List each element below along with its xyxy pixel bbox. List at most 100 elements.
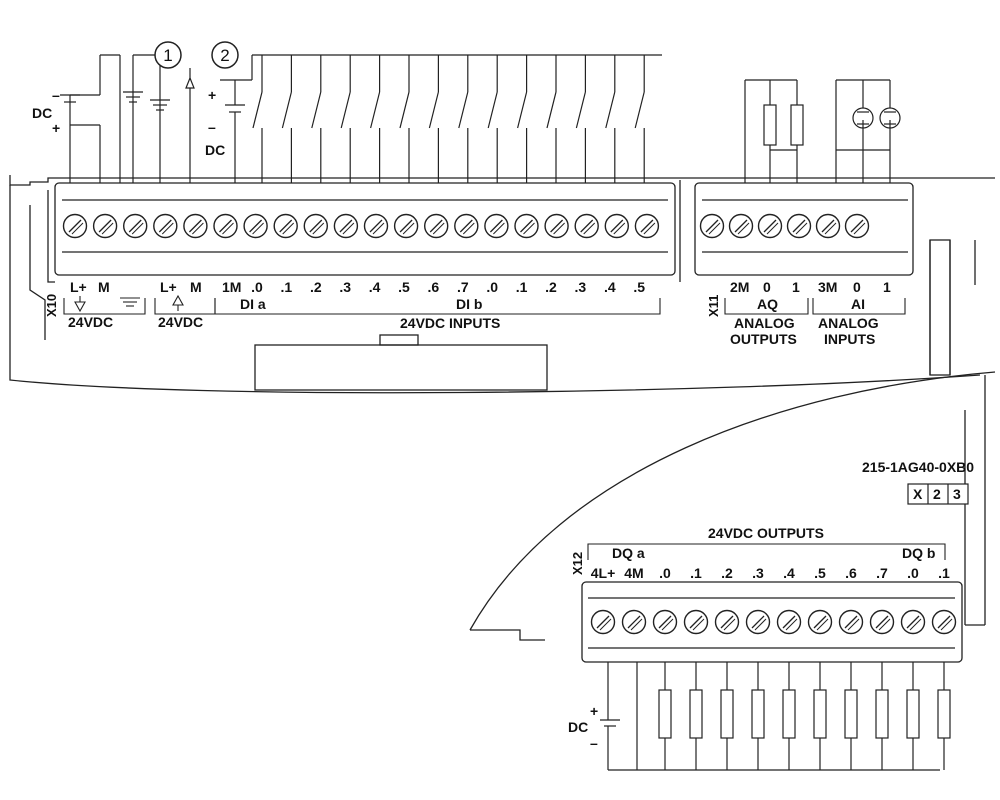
x12-screw — [776, 609, 802, 635]
x12-screw — [931, 609, 957, 635]
x12-terminal-label: .3 — [752, 565, 764, 581]
callout-1-label: 1 — [163, 46, 172, 65]
x11-aq-1: 1 — [792, 279, 800, 295]
x10-out-m: M — [98, 279, 110, 295]
x10-dia-label: DI a — [240, 296, 266, 312]
x10-input-point-label: .1 — [281, 279, 293, 295]
part-code-box: X 2 3 — [907, 483, 969, 505]
x12-terminal-label: .0 — [907, 565, 919, 581]
x10-screw — [303, 213, 328, 239]
x10-screw — [92, 213, 118, 239]
x10-screw — [213, 213, 238, 239]
x12-terminal-label: .0 — [659, 565, 671, 581]
x12-point-labels: 4L+4M.0.1.2.3.4.5.6.7.0.1 — [591, 565, 950, 581]
x12-dqa-label: DQ a — [612, 545, 645, 561]
x10-input-point-label: .2 — [310, 279, 322, 295]
x10-in-m: M — [190, 279, 202, 295]
x10-input-point-label: .5 — [398, 279, 410, 295]
dc-mid-plus: + — [208, 87, 216, 103]
x11-ai-1: 1 — [883, 279, 891, 295]
x10-input-point-label: .3 — [575, 279, 587, 295]
dc-bottom-minus: – — [590, 735, 598, 751]
x12-terminal-label: .6 — [845, 565, 857, 581]
output-wiring — [600, 662, 951, 771]
x12-id: X12 — [570, 552, 585, 575]
x12-screw — [621, 609, 647, 635]
x11-screw — [786, 213, 812, 239]
x10-screw — [634, 213, 660, 239]
x11-ai-0: 0 — [853, 279, 861, 295]
x10-screw — [243, 213, 268, 239]
x10-screw — [62, 213, 88, 239]
dc-mid-minus: – — [208, 119, 216, 135]
x11-aq-common: 2M — [730, 279, 749, 295]
x11-ai-label: AI — [851, 296, 865, 312]
x12-bracket-lines — [587, 543, 946, 560]
x10-out-group: 24VDC — [68, 314, 113, 330]
x12-screw — [652, 609, 678, 635]
x12-terminal-label: .4 — [783, 565, 795, 581]
terminal-block-x11 — [679, 180, 951, 376]
x12-dqb-label: DQ b — [902, 545, 935, 561]
part-cell-3: 3 — [953, 486, 961, 502]
x11-ai-line2: INPUTS — [824, 331, 875, 347]
x10-input-point-label: .0 — [486, 279, 498, 295]
x10-in-lplus: L+ — [160, 279, 177, 295]
x12-screw — [683, 609, 709, 635]
x12-screw — [838, 609, 864, 635]
x12-terminal-label: .1 — [938, 565, 950, 581]
x10-id: X10 — [44, 294, 59, 317]
x10-input-point-label: .7 — [457, 279, 469, 295]
x11-ai-line1: ANALOG — [818, 315, 879, 331]
x10-screw — [333, 213, 359, 239]
x11-screw — [728, 213, 754, 239]
x10-screw — [574, 213, 599, 239]
x11-screw — [815, 213, 841, 239]
x12-screw — [745, 609, 771, 635]
x10-inputs-title: 24VDC INPUTS — [400, 315, 500, 331]
x12-terminal-label: .7 — [876, 565, 888, 581]
x12-screw — [900, 609, 926, 635]
part-cell-1: X — [913, 486, 923, 502]
x10-screw — [604, 213, 629, 239]
x11-aq-0: 0 — [763, 279, 771, 295]
dc-label-top-left: DC — [32, 105, 52, 121]
x10-input-point-label: .6 — [428, 279, 440, 295]
x12-terminal-label: .1 — [690, 565, 702, 581]
x12-screw — [869, 609, 895, 635]
callout-2: 2 — [211, 41, 239, 69]
analog-wiring — [744, 79, 901, 183]
x10-input-point-label: .5 — [633, 279, 645, 295]
x10-screw — [153, 213, 178, 239]
top-wiring — [60, 54, 662, 183]
input-switches — [252, 55, 645, 183]
x11-bracket-lines — [724, 298, 906, 315]
x10-screw — [363, 213, 389, 239]
x12-title: 24VDC OUTPUTS — [708, 525, 824, 541]
x10-input-point-label: .0 — [251, 279, 263, 295]
x10-input-point-label: .3 — [339, 279, 351, 295]
x10-bracket-lines — [63, 294, 661, 315]
dc-top-left-plus: + — [52, 120, 60, 136]
dc-label-mid: DC — [205, 142, 225, 158]
x12-screw-row — [590, 609, 957, 635]
x10-input-point-label: .4 — [604, 279, 616, 295]
x10-in-group: 24VDC — [158, 314, 203, 330]
x10-input-point-label: .2 — [545, 279, 557, 295]
part-cell-2: 2 — [933, 486, 941, 502]
x10-input-point-label: .4 — [369, 279, 381, 295]
x10-screw — [122, 213, 148, 239]
x12-screw — [807, 609, 833, 635]
x11-aq-line1: ANALOG — [734, 315, 795, 331]
x12-terminal-label: .2 — [721, 565, 733, 581]
x10-di-common: 1M — [222, 279, 241, 295]
x11-id: X11 — [706, 295, 721, 317]
dc-bottom-plus: + — [590, 703, 598, 719]
x10-screw — [424, 213, 449, 239]
part-number: 215-1AG40-0XB0 — [862, 459, 974, 475]
x12-terminal-label: 4M — [624, 565, 643, 581]
x10-screw-row — [62, 213, 660, 239]
x10-screw — [183, 213, 208, 239]
callout-2-label: 2 — [220, 46, 229, 65]
